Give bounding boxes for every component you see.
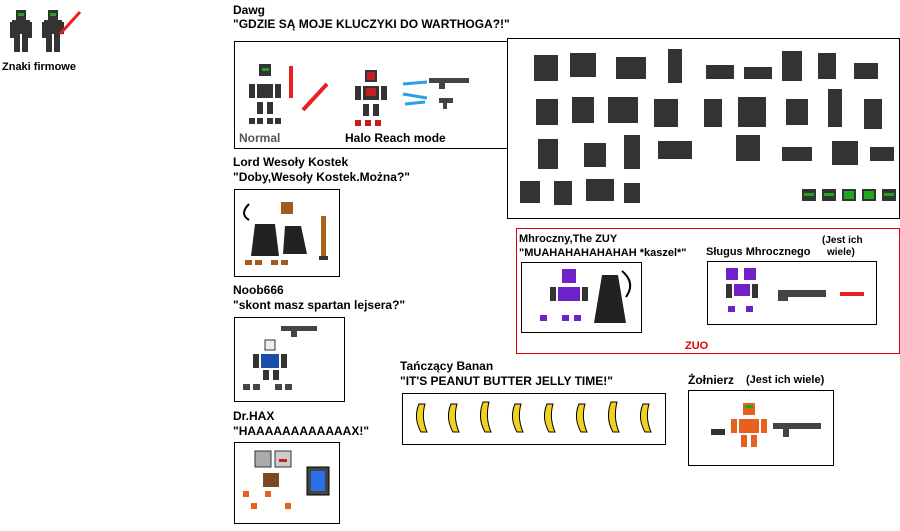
dawg-quote: "GDZIE SĄ MOJE KLUCZYKI DO WARTHOGA?!" [233,17,510,31]
dawg-normal-sprite [249,64,329,124]
hax-name: Dr.HAX [233,409,275,423]
lord-panel [234,189,340,277]
evil-servant-sprite [726,268,864,312]
banana-name: Tańczący Banan [400,359,494,373]
dawg-reach-sprite [355,70,469,126]
parts-sheet-sprites [520,49,896,205]
soldier-panel [688,390,834,466]
noob-sprite [243,326,317,390]
evil-servant-note-1: (Jest ich [822,235,863,246]
banana-sprites [415,401,652,433]
noob-quote: "skont masz spartan lejsera?" [233,298,406,312]
evil-panel [521,262,642,333]
soldier-sprite [711,403,821,447]
evil-servant-panel [707,261,877,325]
dawg-reach-label: Halo Reach mode [345,131,446,145]
parts-sheet-panel [507,38,900,219]
evil-sprite [540,269,632,323]
logo-caption: Znaki firmowe [2,61,76,73]
banana-quote: "IT'S PEANUT BUTTER JELLY TIME!" [400,374,613,388]
evil-servant-note-2: wiele) [827,247,855,258]
lord-quote: "Doby,Wesoły Kostek.Można?" [233,170,410,184]
hax-panel [234,442,340,524]
dawg-panel: Normal Halo Reach mode [234,41,508,149]
soldier-note: (Jest ich wiele) [746,374,825,386]
lord-name: Lord Wesoły Kostek [233,155,349,169]
dawg-normal-label: Normal [239,131,281,145]
dawg-name: Dawg [233,3,266,17]
soldier-name: Żołnierz [688,373,735,387]
evil-quote: "MUAHAHAHAHAHAH *kaszel*" [519,247,687,259]
noob-name: Noob666 [233,283,284,297]
logo-sprite-figures [10,10,82,52]
lord-sprite [243,202,328,265]
banana-panel [402,393,666,445]
evil-name: Mhroczny,The ZUY [519,233,618,245]
hax-quote: "HAAAAAAAAAAAAX!" [233,424,370,438]
evil-servant-name: Sługus Mhrocznego [706,246,811,258]
noob-panel [234,317,345,402]
hax-sprite [243,450,330,509]
evil-group-label: ZUO [685,340,709,352]
